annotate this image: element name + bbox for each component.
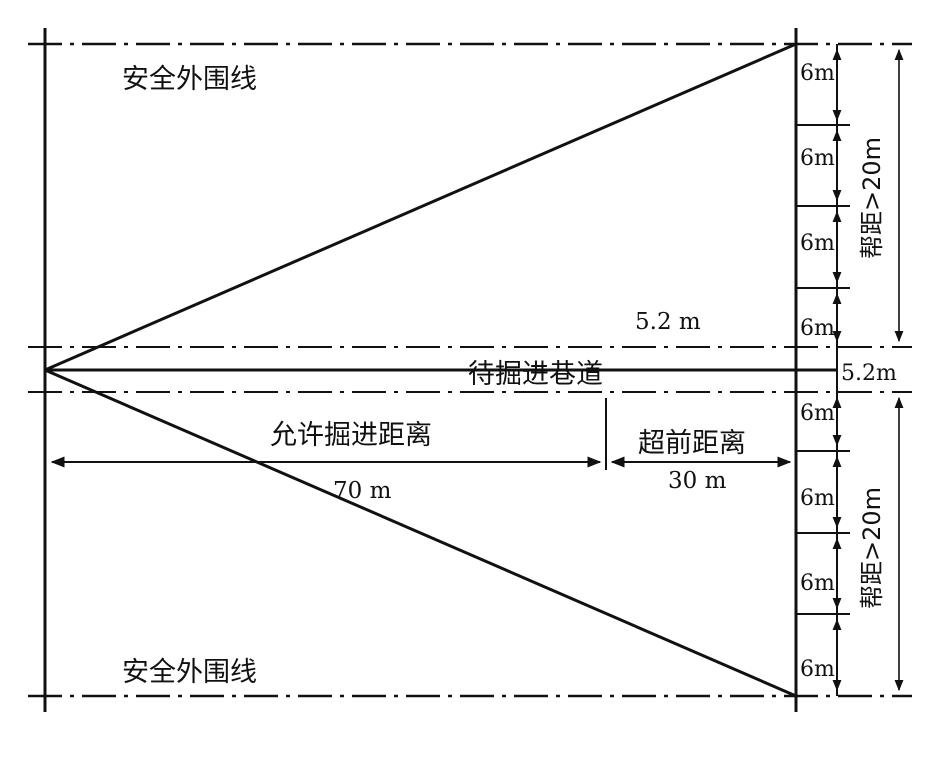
segment-label: 6m — [800, 316, 835, 341]
segment-label: 6m — [800, 146, 835, 171]
allowed-distance-label: 允许掘进距离 — [270, 420, 432, 451]
allowed-distance-value: 70 m — [333, 478, 392, 504]
advance-distance-label: 超前距离 — [638, 428, 746, 459]
triangle-upper-edge — [44, 42, 797, 372]
safety-line-bottom-label: 安全外围线 — [122, 657, 257, 688]
roadway-width-right-label: 5.2m — [841, 361, 897, 386]
segment-label: 6m — [800, 61, 835, 86]
roadway-label: 待掘进巷道 — [468, 359, 603, 390]
rib-distance-top-label: 帮距>20m — [858, 137, 886, 259]
advance-distance-value: 30 m — [668, 468, 727, 494]
triangle-lower-edge — [44, 368, 797, 698]
segment-label: 6m — [800, 231, 835, 256]
segment-ticks — [796, 124, 850, 615]
segment-label: 6m — [800, 401, 835, 426]
segment-label: 6m — [800, 571, 835, 596]
roadway-width-upper-label: 5.2 m — [635, 309, 701, 335]
safety-line-top-label: 安全外围线 — [122, 64, 257, 95]
segment-label: 6m — [800, 486, 835, 511]
segment-label: 6m — [800, 657, 835, 682]
rib-distance-bottom-label: 帮距>20m — [858, 487, 886, 609]
